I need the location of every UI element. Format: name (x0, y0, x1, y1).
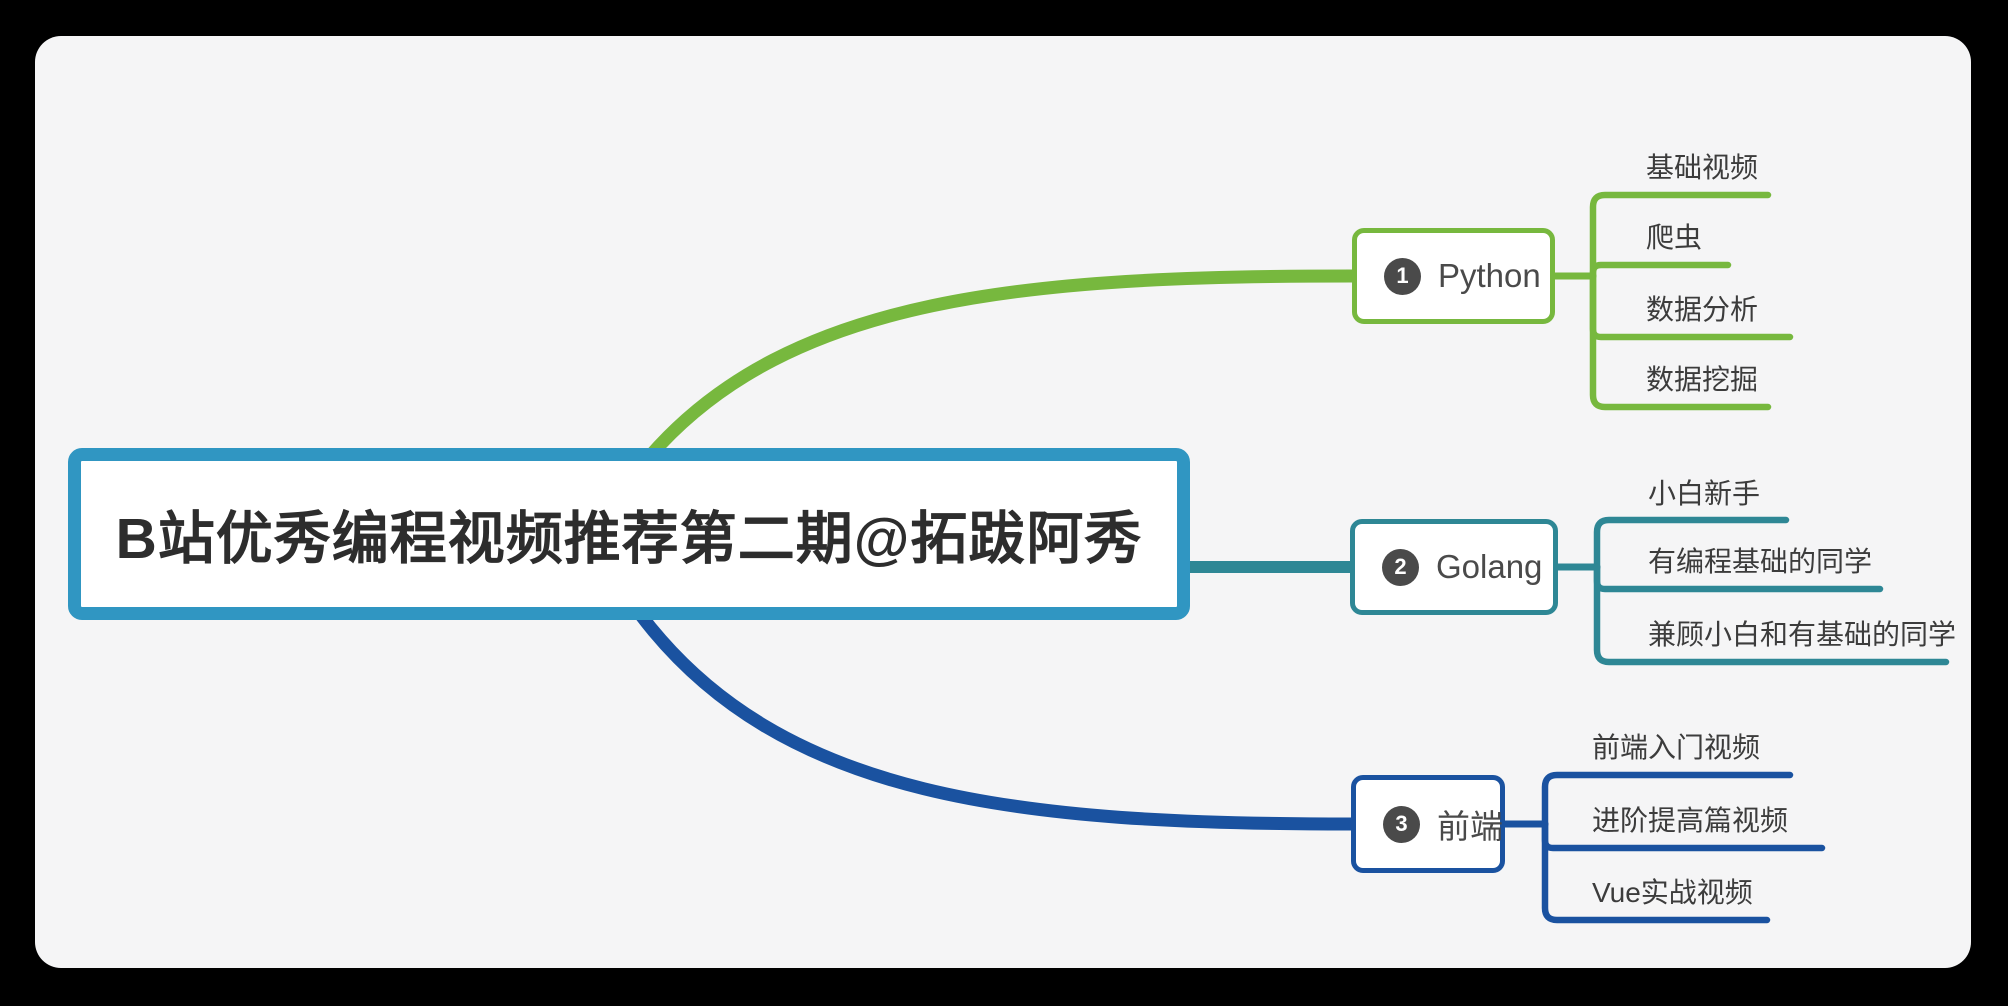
branch-label-golang: Golang (1436, 548, 1543, 585)
child-topic-frontend-0[interactable]: 前端入门视频 (1592, 732, 1761, 763)
child-topic-python-0[interactable]: 基础视频 (1646, 152, 1759, 183)
central-topic-label: B站优秀编程视频推荐第二期@拓跋阿秀 (115, 507, 1143, 571)
child-topic-golang-1[interactable]: 有编程基础的同学 (1648, 546, 1873, 577)
central-topic[interactable]: B站优秀编程视频推荐第二期@拓跋阿秀 (68, 448, 1190, 620)
child-topic-golang-2[interactable]: 兼顾小白和有基础的同学 (1648, 619, 1957, 650)
branch-badge-1: 1 (1384, 257, 1421, 295)
branch-node-frontend[interactable]: 3 前端 (1351, 775, 1505, 873)
branch-label-frontend: 前端 (1437, 808, 1503, 845)
child-topic-frontend-1[interactable]: 进阶提高篇视频 (1592, 805, 1789, 836)
branch-badge-3: 3 (1383, 805, 1420, 843)
branch-node-golang[interactable]: 2 Golang (1350, 519, 1558, 615)
child-topic-python-2[interactable]: 数据分析 (1646, 294, 1759, 325)
child-topic-golang-0[interactable]: 小白新手 (1648, 478, 1761, 509)
child-topic-python-3[interactable]: 数据挖掘 (1646, 364, 1759, 395)
branch-badge-2: 2 (1382, 548, 1419, 586)
branch-node-python[interactable]: 1 Python (1352, 228, 1555, 324)
child-topic-python-1[interactable]: 爬虫 (1646, 222, 1703, 253)
child-topic-frontend-2[interactable]: Vue实战视频 (1592, 877, 1753, 908)
branch-label-python: Python (1438, 257, 1541, 294)
